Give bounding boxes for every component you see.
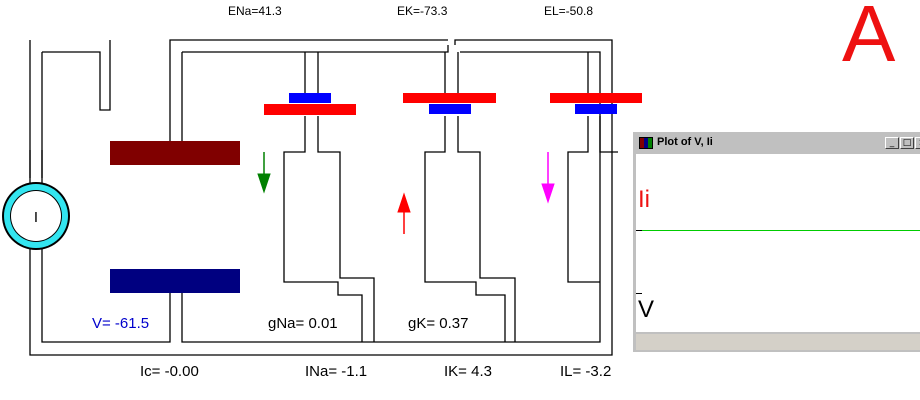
trace-v-tick [636,293,642,294]
close-button[interactable]: × [915,137,920,149]
capacitor-bottom-plate [110,269,240,293]
battery-k [403,93,496,114]
app-icon [639,137,653,149]
current-ik: IK= 4.3 [444,363,492,380]
maximize-button[interactable]: □ [900,137,914,149]
current-ic: Ic= -0.00 [140,363,199,380]
battery-l [550,93,642,114]
current-il: IL= -3.2 [560,363,612,380]
arrow-l-down [541,152,555,204]
membrane-voltage: V= -61.5 [92,315,150,332]
label-ena: ENa=41.3 [228,4,282,18]
trace-label-v: V [638,296,655,323]
plot-window[interactable]: Plot of V, Ii _ □ × Ii V [631,130,920,352]
arrow-na-down [257,152,271,194]
current-source [2,150,70,250]
trace-ii-tick [636,230,642,231]
plot-title: Plot of V, Ii [657,136,713,148]
plot-scrollbar[interactable] [636,334,920,350]
label-el: EL=-50.8 [544,4,594,18]
arrow-k-up [397,192,411,234]
conductance-gk: gK= 0.37 [408,315,469,332]
battery-na [264,93,356,115]
capacitor-top-plate [110,141,240,165]
label-ek: EK=-73.3 [397,4,448,18]
panel-letter: A [842,0,896,78]
minimize-button[interactable]: _ [885,137,899,149]
plot-area[interactable]: Ii V [636,154,920,332]
current-ina: INa= -1.1 [305,363,368,380]
trace-label-ii: Ii [638,186,650,213]
trace-ii-line [636,230,920,231]
current-source-symbol: I [34,209,38,226]
conductance-gna: gNa= 0.01 [268,315,338,332]
circuit-wires [29,39,618,356]
plot-title-bar[interactable]: Plot of V, Ii _ □ × [635,134,920,152]
